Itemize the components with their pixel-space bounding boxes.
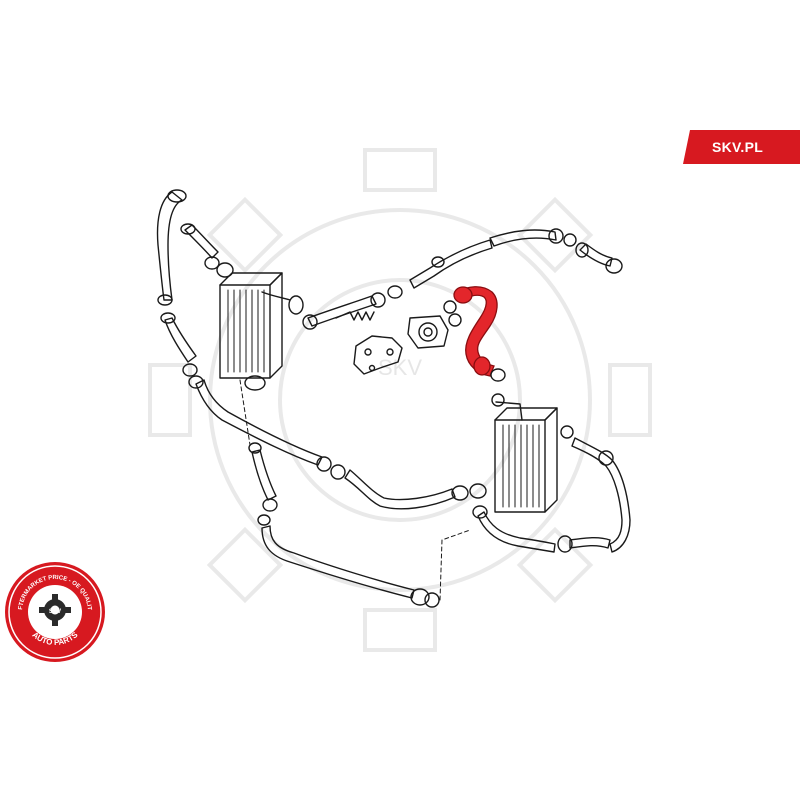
hose-clamp <box>180 223 196 235</box>
hose-clamp <box>188 375 204 389</box>
lower-mid-pipe <box>344 469 456 510</box>
left-mid-hose <box>164 317 197 363</box>
highlighted-charge-air-hose <box>453 286 498 377</box>
hose-clamp <box>598 450 614 466</box>
hose-clamp <box>157 294 173 306</box>
hose-clamp <box>575 242 589 258</box>
throttle-valve <box>407 315 449 349</box>
gear-icon <box>39 594 71 626</box>
left-upper-connector-hose <box>184 224 219 259</box>
hose-clamp <box>548 228 564 244</box>
brand-tag-background <box>683 130 800 164</box>
right-lower-pipe <box>569 537 611 549</box>
hose-clamp <box>605 258 623 274</box>
upper-middle-pipe <box>307 295 377 327</box>
pipe-end-clamp <box>167 189 187 203</box>
hose-clamp <box>469 483 487 499</box>
lower-left-pipe <box>261 525 415 599</box>
hose-clamp <box>563 233 577 247</box>
hose-clamp <box>451 485 469 501</box>
upper-right-long-pipe <box>489 229 557 247</box>
watermark-text: SKV <box>378 355 422 380</box>
hose-clamp <box>431 256 445 268</box>
hose-clamp <box>316 456 332 472</box>
hose-clamp <box>182 363 198 377</box>
hose-clamp <box>560 425 574 439</box>
hose-clamp <box>387 285 403 299</box>
hose-clamp <box>424 592 440 608</box>
seal-center-text: SKV <box>49 609 61 615</box>
hose-clamp <box>557 535 573 553</box>
hose-clamp <box>288 295 304 315</box>
brand-logo-text: SKV.PL <box>712 139 764 155</box>
gear-watermark: SKV <box>148 148 652 652</box>
hose-clamp <box>330 464 346 480</box>
right-lower-return-hose <box>477 511 556 553</box>
hose-clamp <box>410 588 430 606</box>
intake-manifold-bracket <box>353 335 403 375</box>
hose-clamp <box>257 514 271 526</box>
hose-clamp <box>443 300 457 314</box>
upper-right-short-hose <box>579 243 613 267</box>
seal-top-text: AFTERMARKET PRICE - OE QUALITY <box>0 0 92 611</box>
throttle-inlet-pipe <box>409 239 493 289</box>
hose-clamp <box>490 368 506 382</box>
left-upper-pipe <box>156 191 183 301</box>
hose-clamp <box>216 262 234 278</box>
hose-clamp <box>204 256 220 270</box>
hose-clamp <box>491 393 505 407</box>
hose-clamp <box>302 314 318 330</box>
hose-clamp <box>370 292 386 308</box>
intercooler-upper-left <box>219 272 291 391</box>
center-vertical-hose <box>251 449 277 501</box>
corrugated-hose <box>335 311 375 321</box>
hose-clamp <box>448 313 462 327</box>
hose-clamp <box>262 498 278 512</box>
hose-clamp <box>248 442 262 454</box>
hose-clamp <box>160 312 176 324</box>
aftermarket-seal: SKV AFTERMARKET PRICE - OE QUALITY AUTO … <box>0 0 105 662</box>
hose-clamp <box>472 505 488 519</box>
